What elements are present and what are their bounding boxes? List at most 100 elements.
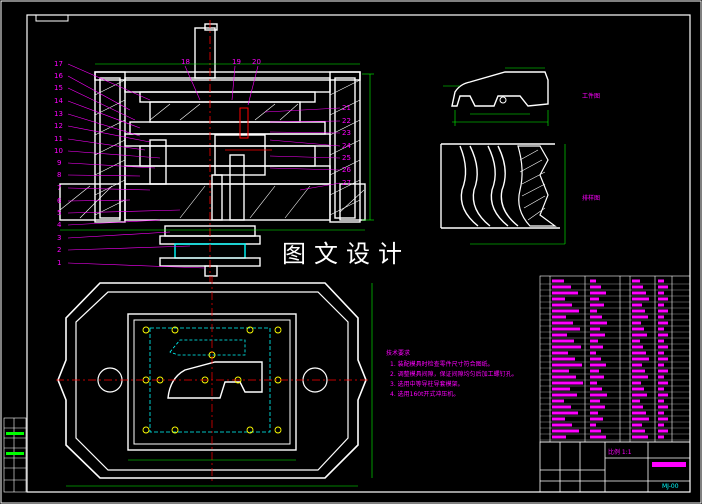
parts-row-text-block: [632, 321, 641, 325]
callout-18: 18: [181, 58, 190, 66]
parts-row-text-block: [552, 405, 571, 409]
parts-row-text-block: [552, 321, 573, 325]
parts-row-text-block: [590, 387, 602, 391]
parts-row-text-block: [632, 429, 645, 433]
parts-row-text-block: [552, 393, 577, 397]
parts-row-text-block: [590, 297, 599, 301]
parts-row-text-block: [632, 345, 643, 349]
callout-19: 19: [232, 58, 241, 66]
parts-row-text-block: [552, 333, 567, 337]
right-callouts: 21 22 23 24 25 26 27: [342, 104, 351, 187]
callout-23: 23: [342, 129, 351, 137]
parts-row-text-block: [658, 279, 664, 283]
parts-row-text-block: [552, 417, 565, 421]
callout-25: 25: [342, 154, 351, 162]
parts-row-text-block: [590, 429, 601, 433]
parts-row-text-block: [632, 327, 644, 331]
callout-16: 16: [54, 72, 63, 80]
callout-5: 5: [57, 209, 61, 217]
parts-row-text-block: [552, 279, 564, 283]
parts-row-text-block: [658, 411, 664, 415]
parts-row-text-block: [632, 381, 641, 385]
callout-21: 21: [342, 104, 351, 112]
callout-8: 8: [57, 171, 61, 179]
top-callouts: 18 19 20: [181, 58, 261, 66]
parts-row-text-block: [590, 315, 602, 319]
parts-row-text-block: [590, 381, 597, 385]
parts-row-text-block: [590, 417, 603, 421]
parts-row-text-block: [658, 435, 664, 439]
parts-row-text-block: [552, 357, 575, 361]
parts-row-text-block: [590, 339, 598, 343]
callout-17: 17: [54, 60, 63, 68]
callout-7: 7: [57, 184, 61, 192]
parts-row-text-block: [632, 291, 646, 295]
parts-row-text-block: [552, 375, 576, 379]
parts-row-text-block: [552, 387, 570, 391]
parts-row-text-block: [632, 369, 645, 373]
parts-row-text-block: [590, 405, 605, 409]
title-block-name-bar: [652, 462, 686, 467]
parts-row-text-block: [590, 357, 601, 361]
drawing-number: MJ-00: [662, 483, 679, 490]
parts-row-text-block: [590, 333, 605, 337]
parts-row-text-block: [658, 303, 664, 307]
mold-section-view: [59, 23, 366, 277]
tech-note-4: 4. 选用160t开式冲压机。: [390, 390, 459, 398]
layout-view-label: 排样图: [582, 194, 600, 202]
parts-row-text-block: [552, 303, 572, 307]
parts-row-text-block: [658, 297, 668, 301]
callout-3: 3: [57, 234, 61, 242]
callout-10: 10: [54, 147, 63, 155]
parts-row-text-block: [658, 309, 668, 313]
title-block: [539, 441, 691, 493]
callout-27: 27: [342, 179, 351, 187]
parts-row-text-block: [658, 393, 668, 397]
parts-row-text-block: [552, 369, 569, 373]
parts-row-text-block: [632, 399, 640, 403]
parts-row-text-block: [552, 309, 579, 313]
parts-list-rows: [540, 279, 690, 441]
callout-leaders: [67, 63, 341, 269]
parts-row-text-block: [658, 285, 668, 289]
parts-row-text-block: [632, 435, 648, 439]
callout-12: 12: [54, 122, 63, 130]
parts-row-text-block: [590, 369, 599, 373]
parts-row-text-block: [590, 285, 601, 289]
parts-row-text-block: [552, 399, 564, 403]
parts-row-text-block: [590, 291, 606, 295]
parts-row-text-block: [658, 333, 668, 337]
callout-22: 22: [342, 117, 351, 125]
frame-tab: [35, 14, 69, 22]
parts-row-text-block: [552, 423, 572, 427]
parts-row-text-block: [658, 327, 664, 331]
parts-row-text-block: [590, 435, 606, 439]
callout-24: 24: [342, 142, 351, 150]
tech-notes: 技术要求 1. 装配模具时检查零件尺寸符合图纸。 2. 调整模具间隙，保证间隙均…: [386, 349, 518, 398]
parts-row-text-block: [632, 333, 647, 337]
parts-row-text-block: [658, 291, 664, 295]
parts-row-text-block: [552, 381, 583, 385]
parts-row-text-block: [658, 315, 664, 319]
parts-row-text-block: [632, 297, 649, 301]
strip-layout-drawing: [440, 143, 560, 229]
callout-11: 11: [54, 135, 63, 143]
parts-row-text-block: [590, 375, 604, 379]
parts-row-text-block: [632, 285, 643, 289]
callout-26: 26: [342, 166, 351, 174]
strip-hatching: [519, 149, 546, 221]
parts-row-text-block: [552, 351, 568, 355]
parts-row-text-block: [632, 351, 646, 355]
parts-row-text-block: [658, 423, 664, 427]
tech-notes-title: 技术要求: [386, 349, 410, 357]
tech-note-1: 1. 装配模具时检查零件尺寸符合图纸。: [390, 360, 494, 368]
parts-row-text-block: [552, 315, 566, 319]
part-drawing: 工件图: [443, 67, 600, 126]
parts-row-text-block: [658, 363, 664, 367]
callout-2: 2: [57, 246, 61, 254]
parts-row-text-block: [632, 393, 647, 397]
parts-row-text-block: [658, 399, 664, 403]
callout-1: 1: [57, 259, 61, 267]
parts-row-text-block: [632, 405, 643, 409]
